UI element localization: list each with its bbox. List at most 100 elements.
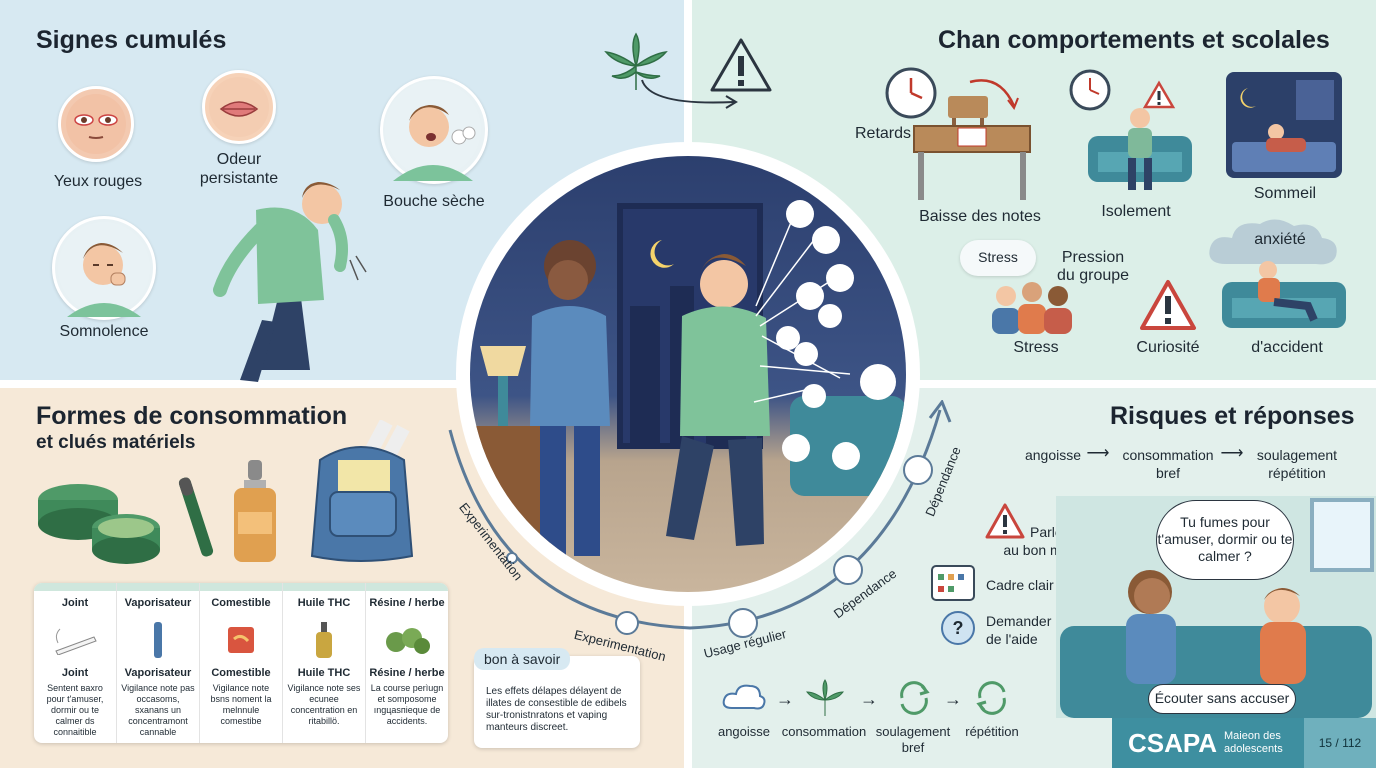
forms-col-desc: La course perìugn et somposome ıngцasпie… bbox=[370, 683, 444, 726]
night-bedroom-icon bbox=[1226, 72, 1342, 178]
drowsiness-icon bbox=[52, 216, 156, 320]
csapa-subtitle-line1: Maieon des bbox=[1224, 730, 1281, 742]
anxiety-label: anxiété bbox=[1254, 231, 1306, 248]
bottom-cycle-arrow-1: → bbox=[776, 689, 794, 709]
curiosity-label: Curiosité bbox=[1136, 339, 1200, 356]
csapa-logo: CSAPA bbox=[1128, 728, 1218, 758]
forms-table-topbar bbox=[34, 583, 448, 591]
warning-small-icon bbox=[1142, 80, 1176, 109]
vape-pen-icon bbox=[178, 477, 214, 557]
late-label: Retards bbox=[854, 125, 912, 142]
forms-col-name: Résine / herbe bbox=[369, 667, 445, 679]
trend-arrow-icon bbox=[641, 79, 738, 109]
bottom-cycle-arrow-2: → bbox=[860, 689, 878, 709]
pressure-label-1: Pression bbox=[1061, 249, 1125, 266]
warning-icon bbox=[710, 38, 772, 92]
anxiety-cloud-icon bbox=[1209, 219, 1337, 265]
calendar-icon bbox=[931, 565, 975, 601]
resin-herb-icon bbox=[386, 628, 430, 654]
forms-col-resin: Résine / herbe Résine / herbe La course … bbox=[366, 583, 448, 743]
clock-small-icon bbox=[1069, 69, 1111, 111]
forms-table: Joint Joint Sentent ваxro pour t'amuser,… bbox=[34, 583, 448, 743]
edible-icon bbox=[228, 627, 254, 653]
curiosity-warning-icon bbox=[1140, 280, 1196, 330]
parent-teen-scene bbox=[470, 200, 906, 556]
red-eyes-label: Yeux rouges bbox=[53, 173, 143, 190]
forms-col-name: Huile THC bbox=[297, 667, 351, 679]
tip-text: Les effets délapes délayent de illates d… bbox=[486, 686, 627, 733]
isolation-label: Isolement bbox=[1101, 203, 1171, 220]
thc-oil-icon bbox=[316, 622, 332, 658]
anxiety-cloud-small-icon bbox=[722, 684, 766, 710]
forms-col-desc: Vigilance note pas occasoms, sxanans un … bbox=[121, 683, 195, 737]
help-label-1: Demander bbox=[986, 613, 1052, 629]
bottom-cycle-arrow-3: → bbox=[944, 689, 962, 709]
bottom-cycle-relief-sub: bref bbox=[901, 740, 925, 755]
forms-col-joint: Joint Joint Sentent ваxro pour t'amuser,… bbox=[34, 583, 117, 743]
forms-col-edible: Comestible Comestible Vigilance note bsn… bbox=[200, 583, 283, 743]
bottom-cycle-repetition: répétition bbox=[965, 724, 1019, 739]
behaviour-title: Chan comportements et scolales bbox=[938, 26, 1330, 54]
peer-group-icon bbox=[992, 282, 1072, 334]
sleep-label: Sommeil bbox=[1253, 185, 1317, 202]
dry-mouth-label: Bouche sèche bbox=[383, 193, 485, 210]
cycle-arrow-1: ⟶ bbox=[1086, 445, 1110, 462]
school-desk-icon bbox=[913, 79, 1031, 200]
cannabis-leaf-icon bbox=[604, 32, 668, 90]
forms-col-name: Comestible bbox=[211, 667, 271, 679]
anxious-teen-sofa-icon bbox=[1222, 261, 1346, 328]
listen-speech-bubble: Écouter sans accuser bbox=[1148, 684, 1296, 714]
backpack-icon bbox=[310, 420, 414, 562]
stress-label: Stress bbox=[1013, 339, 1059, 356]
help-label-2: de l'aide bbox=[986, 631, 1038, 647]
forms-col-name: Joint bbox=[61, 667, 89, 679]
joint-icon bbox=[55, 628, 97, 655]
forms-col-header: Vaporisateur bbox=[124, 597, 192, 609]
center-scene bbox=[470, 156, 906, 592]
smell-label-2: persistante bbox=[199, 170, 279, 187]
cycle-relief: soulagement bbox=[1256, 447, 1338, 463]
mouth-icon bbox=[202, 70, 276, 144]
forms-col-desc: Vigilance note ses ecunee concentration … bbox=[287, 683, 361, 726]
leaf-small-icon bbox=[805, 679, 845, 716]
pressure-label-2: du groupe bbox=[1056, 267, 1130, 284]
vaporizer-icon bbox=[154, 622, 162, 658]
relief-cycle-icon bbox=[900, 681, 930, 715]
csapa-subtitle-line2: adolescents bbox=[1224, 743, 1283, 755]
forms-col-header: Résine / herbe bbox=[369, 597, 445, 609]
talk-warning-icon bbox=[985, 503, 1025, 539]
forms-col-vaporizer: Vaporisateur Vaporisateur Vigilance note… bbox=[117, 583, 200, 743]
red-eyes-icon bbox=[58, 86, 134, 162]
drowsiness-label: Somnolence bbox=[59, 323, 149, 340]
isolated-teen-sofa-icon bbox=[1088, 108, 1192, 190]
forms-col-header: Huile THC bbox=[297, 597, 351, 609]
forms-col-desc: Vigilance note bsns noment la melnnule c… bbox=[210, 683, 272, 726]
tired-teen-illustration bbox=[213, 182, 367, 382]
risks-title: Risques et réponses bbox=[1110, 402, 1355, 430]
cycle-consumption: consommation bbox=[1122, 447, 1214, 463]
tip-box: bon à savoir Les effets délapes délayent… bbox=[474, 648, 640, 748]
smell-label-1: Odeur bbox=[216, 151, 262, 168]
stress-cloud: Stress bbox=[960, 240, 1036, 276]
grinder-icon bbox=[38, 484, 160, 564]
bottom-cycle-relief: soulagement bbox=[875, 724, 951, 739]
forms-subtitle: et clués matériels bbox=[36, 432, 196, 453]
clock-icon bbox=[885, 67, 937, 119]
frame-label: Cadre clair bbox=[986, 577, 1054, 593]
forms-col-header: Joint bbox=[61, 597, 89, 609]
tip-title: bon à savoir bbox=[474, 648, 571, 670]
forms-col-desc: Sentent ваxro pour t'amuser, dormir ou t… bbox=[46, 683, 104, 737]
cycle-consumption-sub: bref bbox=[1155, 465, 1181, 481]
forms-col-header: Comestible bbox=[211, 597, 271, 609]
forms-col-name: Vaporisateur bbox=[124, 667, 192, 679]
page-number: 15 / 112 bbox=[1304, 718, 1376, 768]
csapa-subtitle: Maieon des adolescents bbox=[1224, 730, 1283, 756]
cycle-anxiety: angoisse bbox=[1024, 447, 1082, 463]
help-question-icon: ? bbox=[941, 611, 975, 645]
forms-title: Formes de consommation bbox=[36, 402, 348, 430]
forms-col-thc-oil: Huile THC Huile THC Vigilance note ses e… bbox=[283, 583, 366, 743]
stage-arc bbox=[448, 400, 952, 638]
cycle-arrow-2: ⟶ bbox=[1220, 445, 1244, 462]
question-speech-bubble: Tu fumes pour t'amuser, dormir ou te cal… bbox=[1156, 500, 1294, 580]
svg-text:?: ? bbox=[953, 618, 964, 638]
